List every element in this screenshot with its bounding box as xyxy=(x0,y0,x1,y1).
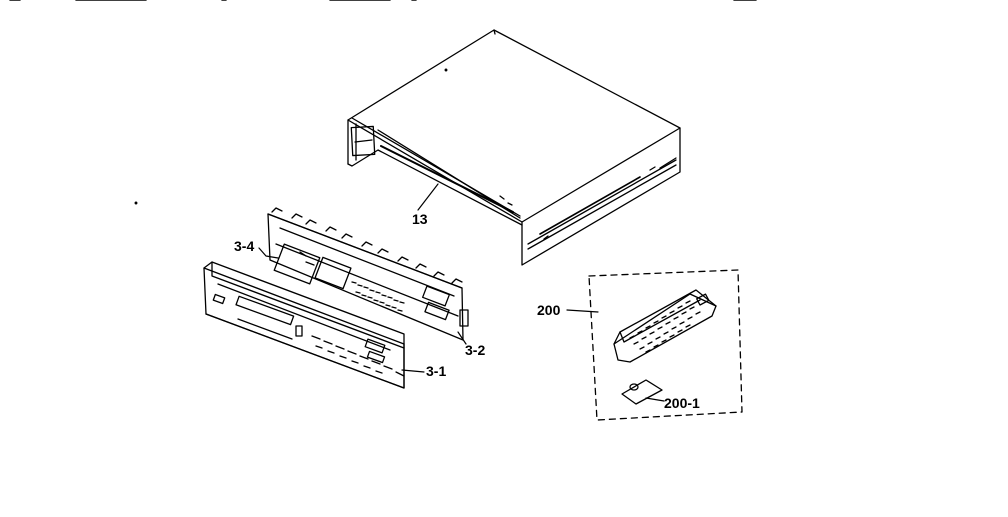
front-panel-part-3-1 xyxy=(204,262,404,388)
label-part-200-1: 200-1 xyxy=(664,395,700,411)
top-cover-part-13 xyxy=(348,30,680,265)
stray-dot xyxy=(134,201,138,205)
remote-control-part-200 xyxy=(614,290,716,362)
leader-lines xyxy=(259,184,664,401)
label-part-3-2: 3-2 xyxy=(465,342,486,358)
label-part-200: 200 xyxy=(537,302,561,318)
label-part-3-4: 3-4 xyxy=(234,238,255,254)
label-part-13: 13 xyxy=(412,211,428,227)
battery-cover-part-200-1 xyxy=(622,380,662,404)
remote-dashed-boundary xyxy=(589,270,742,420)
front-subpanel-part-3-2 xyxy=(268,208,468,340)
label-part-3-1: 3-1 xyxy=(426,363,447,379)
